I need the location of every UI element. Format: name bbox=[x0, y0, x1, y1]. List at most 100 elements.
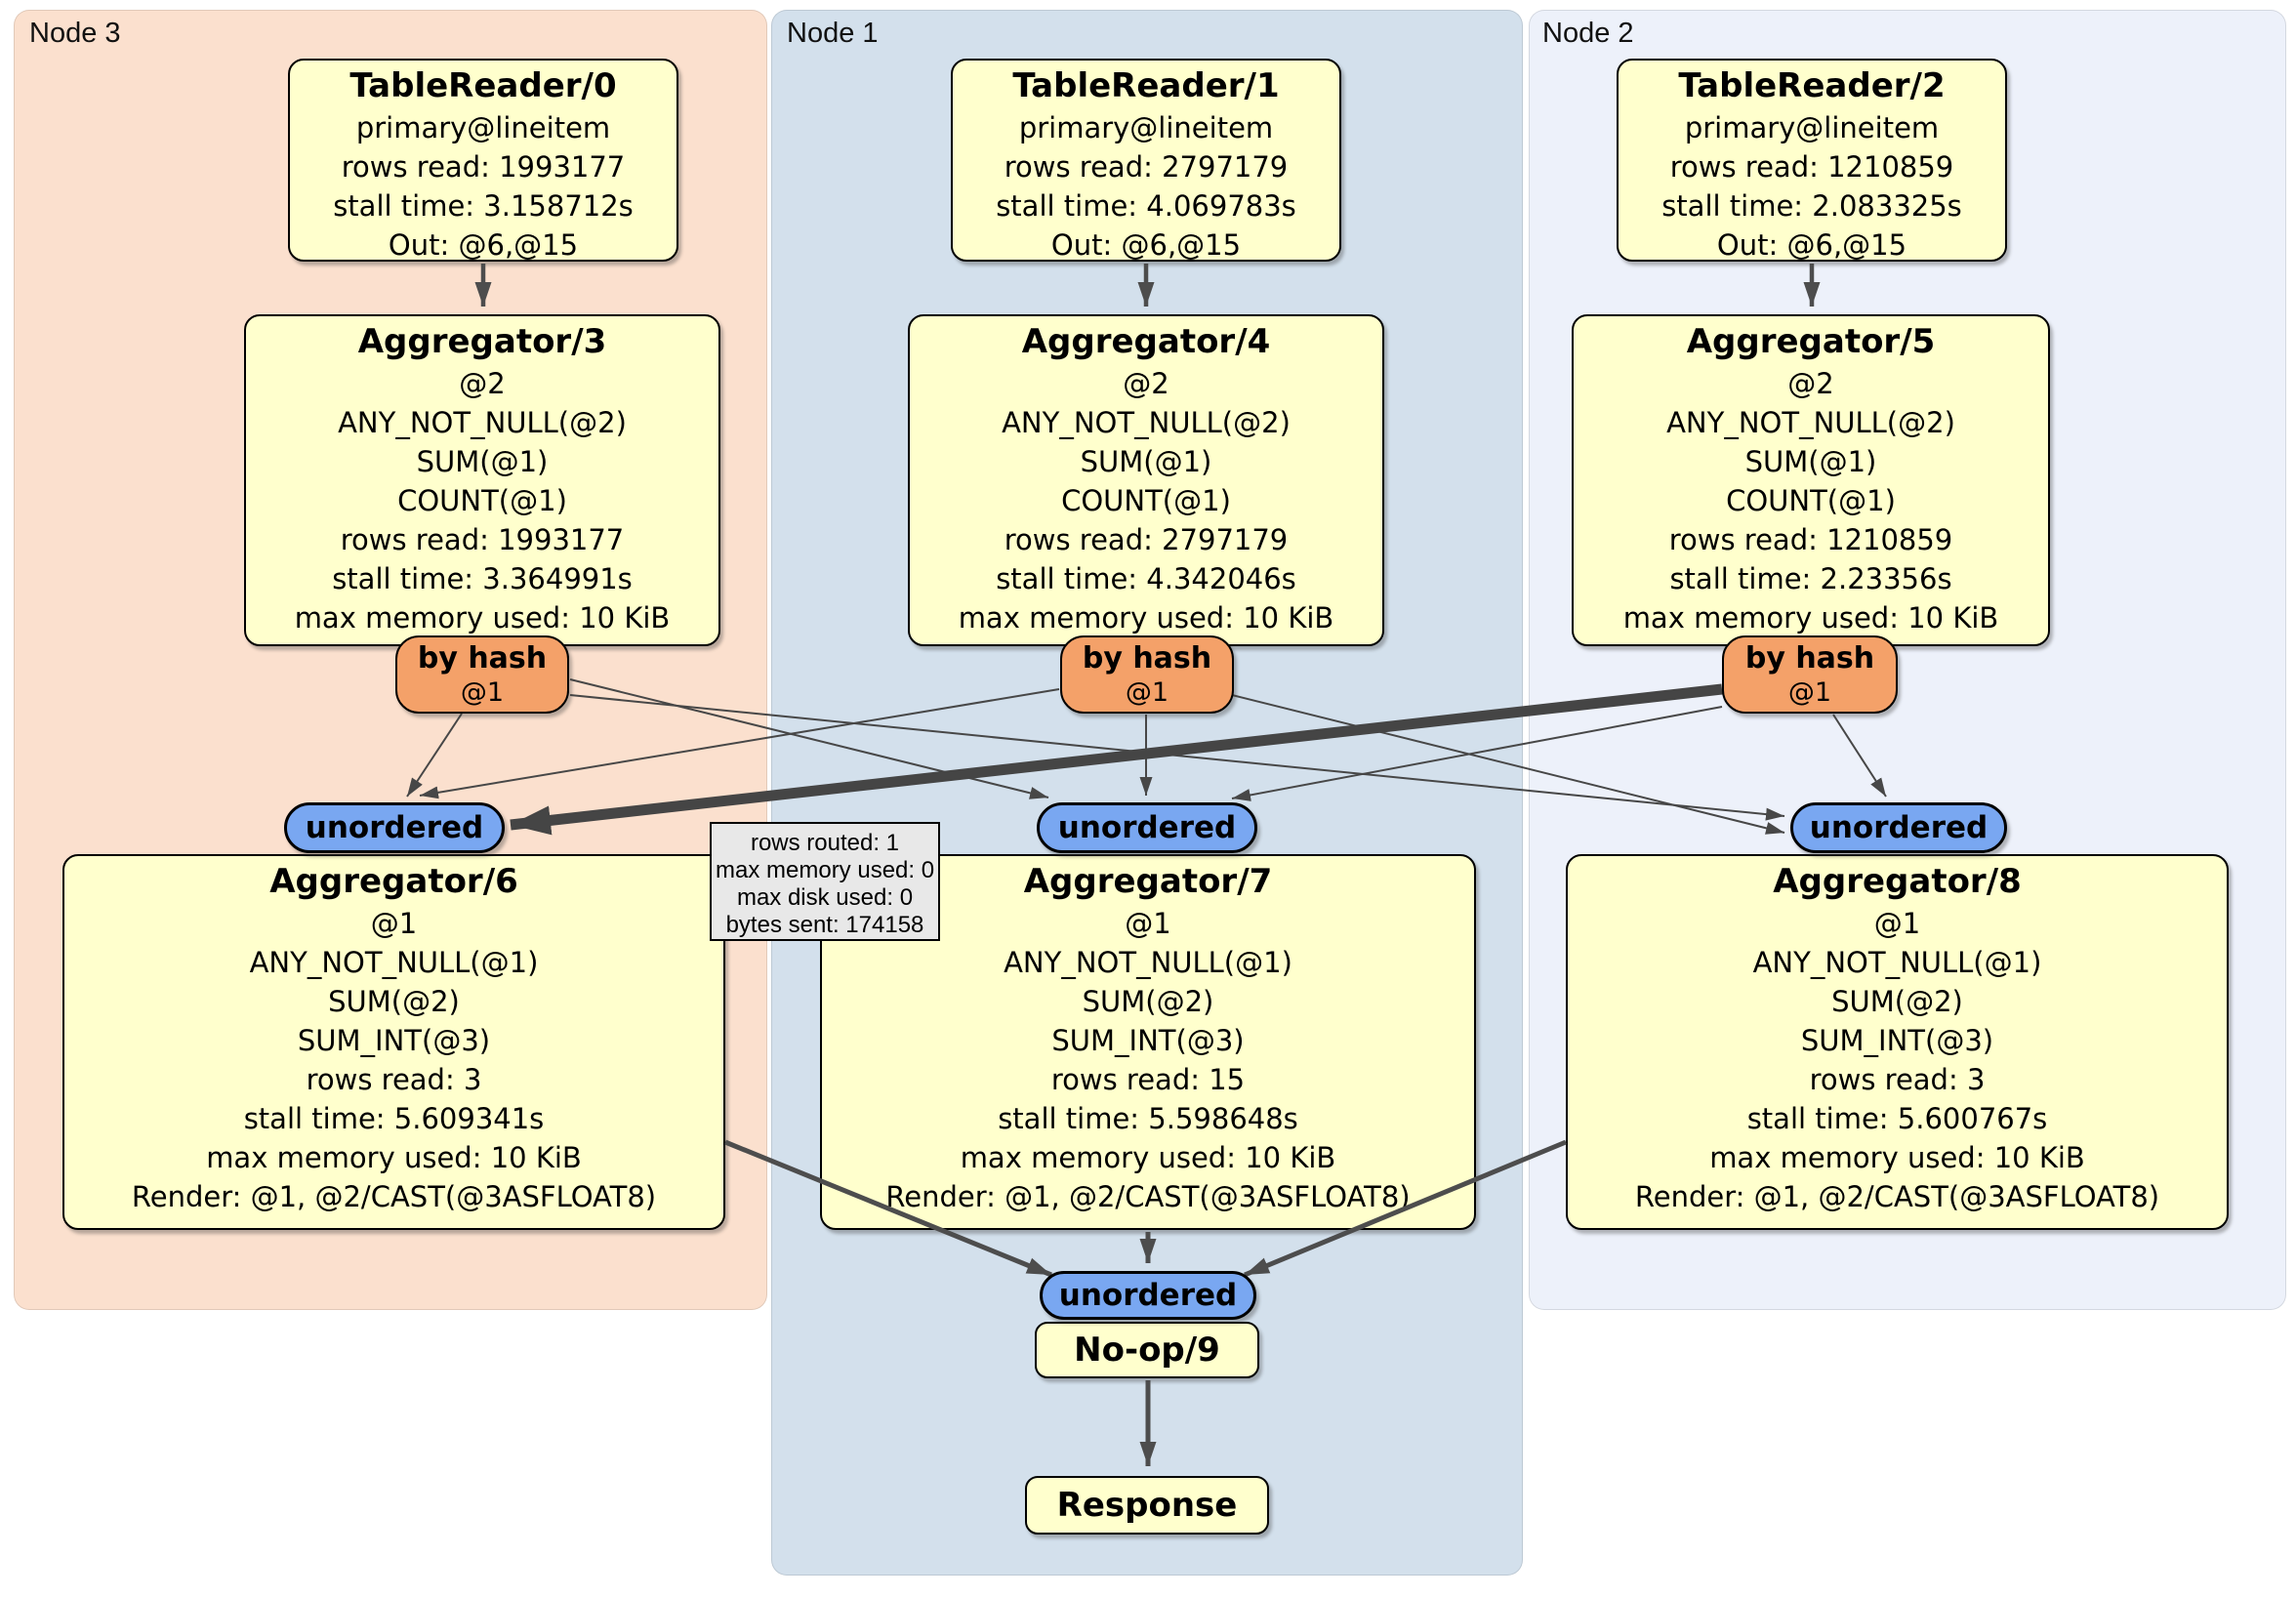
text-line: COUNT(@1) bbox=[1061, 484, 1231, 517]
text-line: max memory used: 10 KiB bbox=[958, 601, 1334, 635]
text-line: rows read: 2797179 bbox=[1004, 150, 1289, 184]
text-line: ANY_NOT_NULL(@2) bbox=[1666, 406, 1955, 439]
processor-noop-9[interactable]: No-op/9 bbox=[1035, 1322, 1259, 1378]
router-columns: @1 bbox=[1787, 677, 1832, 708]
processor-title: Aggregator/6 bbox=[269, 862, 518, 901]
sync-label: unordered bbox=[1058, 1278, 1238, 1313]
text-line: rows read: 3 bbox=[1809, 1063, 1986, 1096]
router-label: by hash bbox=[417, 641, 548, 676]
text-line: Render: @1, @2/CAST(@3ASFLOAT8) bbox=[1634, 1180, 2160, 1213]
text-line: SUM(@2) bbox=[1831, 985, 1963, 1018]
text-line: rows read: 2797179 bbox=[1004, 523, 1289, 556]
processor-table-reader-1[interactable]: TableReader/1 primary@lineitem rows read:… bbox=[951, 59, 1341, 262]
text-line: primary@lineitem bbox=[1684, 111, 1940, 144]
text-line: Out: @6,@15 bbox=[388, 228, 579, 262]
text-line: max memory used: 0 bbox=[716, 857, 935, 883]
processor-title: Aggregator/7 bbox=[1023, 862, 1273, 901]
cluster-label-node1: Node 1 bbox=[787, 18, 879, 49]
sync-unordered-node1[interactable]: unordered bbox=[1037, 802, 1257, 853]
text-line: @2 bbox=[1123, 367, 1169, 400]
text-line: ANY_NOT_NULL(@1) bbox=[249, 946, 539, 979]
text-line: @2 bbox=[1787, 367, 1834, 400]
sync-unordered-node3[interactable]: unordered bbox=[284, 802, 505, 853]
processor-title: TableReader/1 bbox=[1012, 66, 1280, 105]
text-line: rows read: 1993177 bbox=[341, 150, 626, 184]
text-line: @2 bbox=[459, 367, 506, 400]
processor-title: Response bbox=[1056, 1486, 1238, 1525]
processor-title: TableReader/2 bbox=[1678, 66, 1946, 105]
sync-label: unordered bbox=[1057, 810, 1237, 845]
sync-unordered-node2[interactable]: unordered bbox=[1790, 802, 2007, 853]
text-line: SUM_INT(@3) bbox=[1051, 1024, 1245, 1057]
text-line: max memory used: 10 KiB bbox=[1622, 601, 1999, 635]
text-line: SUM_INT(@3) bbox=[1800, 1024, 1994, 1057]
sync-unordered-output[interactable]: unordered bbox=[1040, 1271, 1256, 1320]
text-line: max memory used: 10 KiB bbox=[1709, 1141, 2085, 1174]
text-line: rows routed: 1 bbox=[750, 830, 900, 856]
text-line: rows read: 15 bbox=[1050, 1063, 1246, 1096]
text-line: SUM(@2) bbox=[1082, 985, 1214, 1018]
text-line: primary@lineitem bbox=[1018, 111, 1274, 144]
text-line: max disk used: 0 bbox=[736, 884, 914, 911]
text-line: primary@lineitem bbox=[355, 111, 611, 144]
router-columns: @1 bbox=[460, 677, 505, 708]
text-line: SUM(@2) bbox=[328, 985, 460, 1018]
router-label: by hash bbox=[1744, 641, 1875, 676]
processor-table-reader-0[interactable]: TableReader/0 primary@lineitem rows read:… bbox=[288, 59, 678, 262]
text-line: bytes sent: 174158 bbox=[725, 912, 924, 938]
processor-title: No-op/9 bbox=[1074, 1331, 1220, 1370]
text-line: SUM(@1) bbox=[1744, 445, 1877, 478]
text-line: Render: @1, @2/CAST(@3ASFLOAT8) bbox=[885, 1180, 1411, 1213]
processor-table-reader-2[interactable]: TableReader/2 primary@lineitem rows read:… bbox=[1617, 59, 2007, 262]
text-line: @1 bbox=[370, 907, 418, 940]
router-by-hash-node2[interactable]: by hash @1 bbox=[1722, 635, 1898, 714]
router-by-hash-node3[interactable]: by hash @1 bbox=[395, 635, 569, 714]
text-line: COUNT(@1) bbox=[397, 484, 567, 517]
text-line: max memory used: 10 KiB bbox=[206, 1141, 582, 1174]
text-line: COUNT(@1) bbox=[1726, 484, 1896, 517]
text-line: rows read: 1993177 bbox=[340, 523, 625, 556]
text-line: max memory used: 10 KiB bbox=[294, 601, 671, 635]
text-line: stall time: 2.23356s bbox=[1669, 562, 1952, 595]
text-line: ANY_NOT_NULL(@1) bbox=[1752, 946, 2042, 979]
text-line: stall time: 4.069783s bbox=[996, 189, 1296, 223]
processor-title: Aggregator/3 bbox=[357, 322, 607, 361]
sync-label: unordered bbox=[1809, 810, 1988, 845]
processor-response[interactable]: Response bbox=[1025, 1476, 1269, 1535]
text-line: @1 bbox=[1873, 907, 1921, 940]
text-line: stall time: 5.609341s bbox=[243, 1102, 545, 1135]
text-line: ANY_NOT_NULL(@2) bbox=[1002, 406, 1291, 439]
text-line: stall time: 5.600767s bbox=[1746, 1102, 2048, 1135]
text-line: SUM(@1) bbox=[1080, 445, 1212, 478]
router-label: by hash bbox=[1082, 641, 1212, 676]
processor-title: Aggregator/8 bbox=[1773, 862, 2022, 901]
cluster-label-node3: Node 3 bbox=[29, 18, 121, 49]
text-line: Render: @1, @2/CAST(@3ASFLOAT8) bbox=[131, 1180, 657, 1213]
text-line: stall time: 4.342046s bbox=[996, 562, 1296, 595]
text-line: rows read: 3 bbox=[306, 1063, 482, 1096]
text-line: ANY_NOT_NULL(@1) bbox=[1004, 946, 1292, 979]
processor-title: TableReader/0 bbox=[349, 66, 617, 105]
processor-title: Aggregator/5 bbox=[1686, 322, 1936, 361]
text-line: @1 bbox=[1125, 907, 1171, 940]
text-line: max memory used: 10 KiB bbox=[960, 1141, 1336, 1174]
text-line: SUM(@1) bbox=[416, 445, 549, 478]
router-by-hash-node1[interactable]: by hash @1 bbox=[1060, 635, 1234, 714]
text-line: rows read: 1210859 bbox=[1669, 150, 1954, 184]
text-line: rows read: 1210859 bbox=[1668, 523, 1953, 556]
